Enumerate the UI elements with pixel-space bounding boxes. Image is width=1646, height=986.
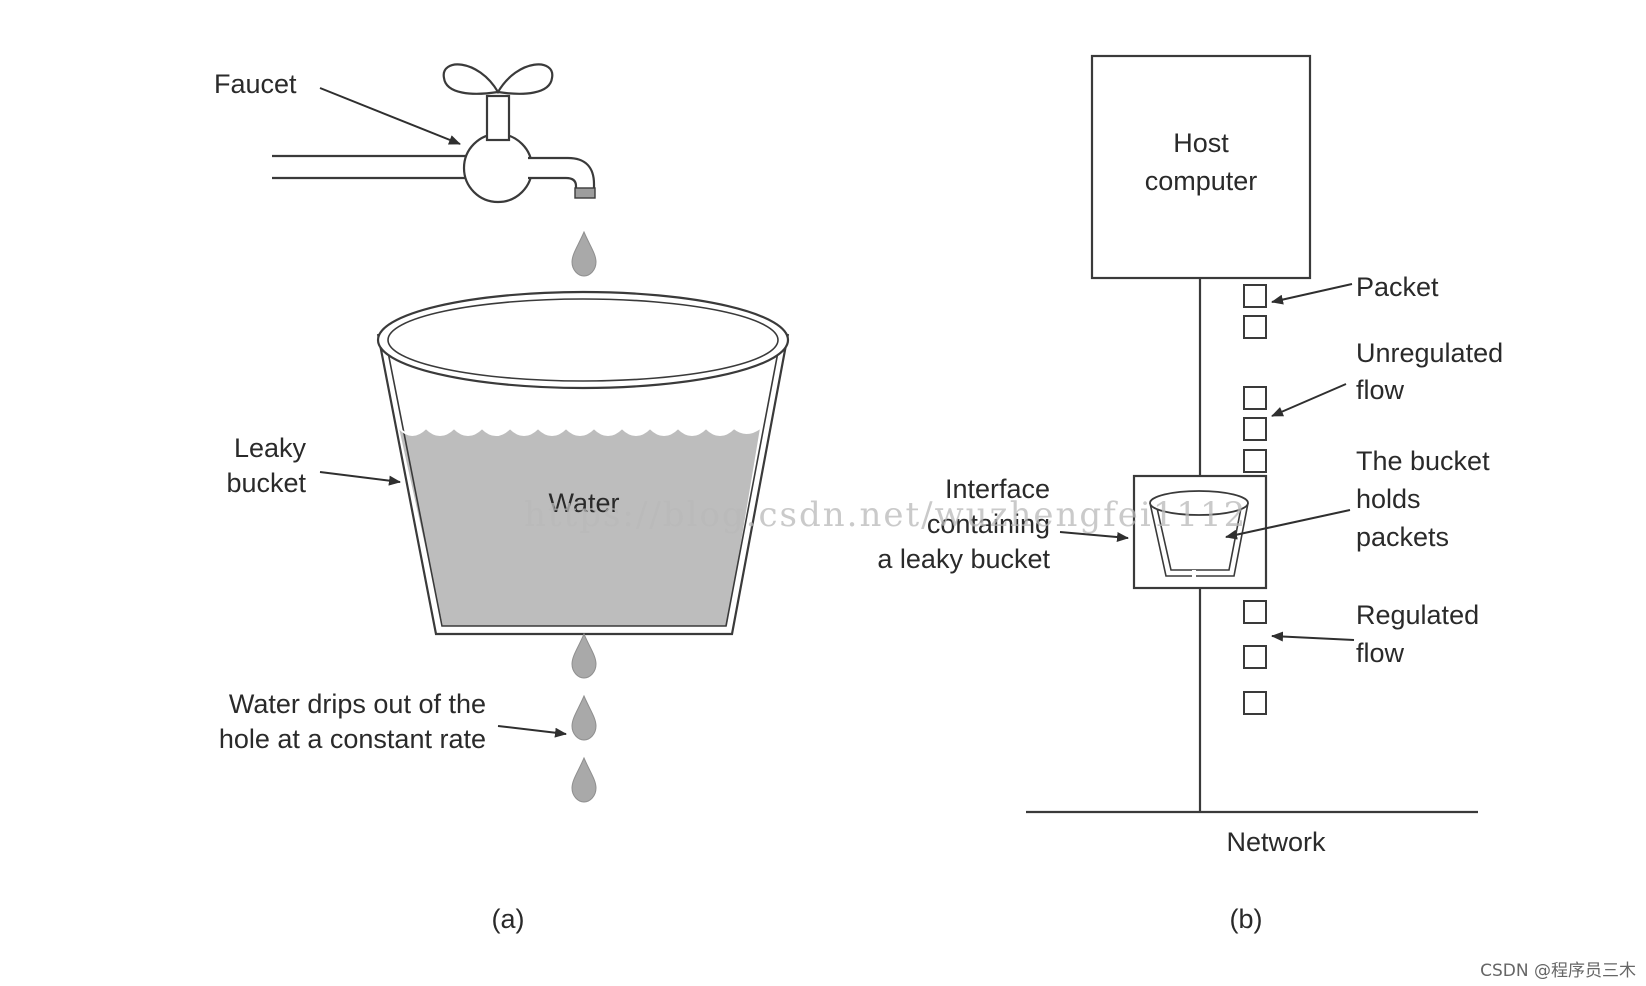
packet — [1243, 386, 1267, 410]
water-label: Water — [548, 488, 619, 518]
panel-b-caption: (b) — [1230, 904, 1263, 934]
host-computer-label-line1: Host — [1173, 128, 1229, 158]
packet — [1243, 315, 1267, 339]
bucket-holds-label-line1: The bucket — [1356, 446, 1490, 476]
drip-label-line1: Water drips out of the — [229, 689, 486, 719]
panel-a: Faucet Leaky bucket Water Water drips ou… — [214, 63, 790, 934]
host-computer-label-line2: computer — [1145, 166, 1258, 196]
panel-b: Host computer Network Packet Unregulated — [877, 54, 1503, 934]
interface-arrow — [1059, 531, 1129, 543]
unregulated-flow-arrow — [1271, 383, 1347, 417]
packet-label: Packet — [1356, 272, 1439, 302]
water-drop-icon — [571, 230, 597, 277]
csdn-credit: CSDN @程序员三木 — [1480, 961, 1636, 981]
interface-box — [1132, 474, 1268, 590]
faucet-label: Faucet — [214, 69, 297, 99]
faucet-icon — [272, 63, 596, 204]
bucket-holds-label-line2: holds — [1356, 484, 1421, 514]
packet — [1243, 645, 1267, 669]
packet — [1243, 284, 1267, 308]
leaky-bucket-arrow — [319, 471, 401, 486]
watermark-text: https://blog.csdn.net/wuzhengfei1112 — [524, 495, 1247, 535]
interface-label-line3: a leaky bucket — [877, 544, 1050, 574]
water-drop-icon — [571, 694, 597, 741]
regulated-flow-arrow — [1271, 631, 1355, 642]
bucket-holds-label-line3: packets — [1356, 522, 1449, 552]
packet-arrow — [1271, 283, 1353, 305]
unregulated-flow-label-line1: Unregulated — [1356, 338, 1503, 368]
unregulated-flow-label-line2: flow — [1356, 375, 1405, 405]
packet — [1243, 691, 1267, 715]
drip-arrow — [497, 725, 567, 738]
leaky-bucket-label-line2: bucket — [226, 468, 306, 498]
interface-label-line1: Interface — [945, 474, 1050, 504]
regulated-flow-label-line1: Regulated — [1356, 600, 1479, 630]
drip-label-line2: hole at a constant rate — [219, 724, 486, 754]
packet — [1243, 600, 1267, 624]
water-drop-icon — [571, 756, 597, 803]
interface-label-line2: containing — [927, 509, 1050, 539]
water-drop-icon — [571, 632, 597, 679]
leaky-bucket-icon — [376, 290, 790, 636]
leaky-bucket-label-line1: Leaky — [234, 433, 307, 463]
network-label: Network — [1226, 827, 1326, 857]
small-bucket-icon — [1149, 490, 1249, 578]
faucet-arrow — [319, 87, 461, 145]
panel-a-caption: (a) — [492, 904, 525, 934]
packet — [1243, 449, 1267, 473]
regulated-flow-label-line2: flow — [1356, 638, 1405, 668]
packet — [1243, 417, 1267, 441]
bucket-holds-arrow — [1225, 509, 1351, 540]
